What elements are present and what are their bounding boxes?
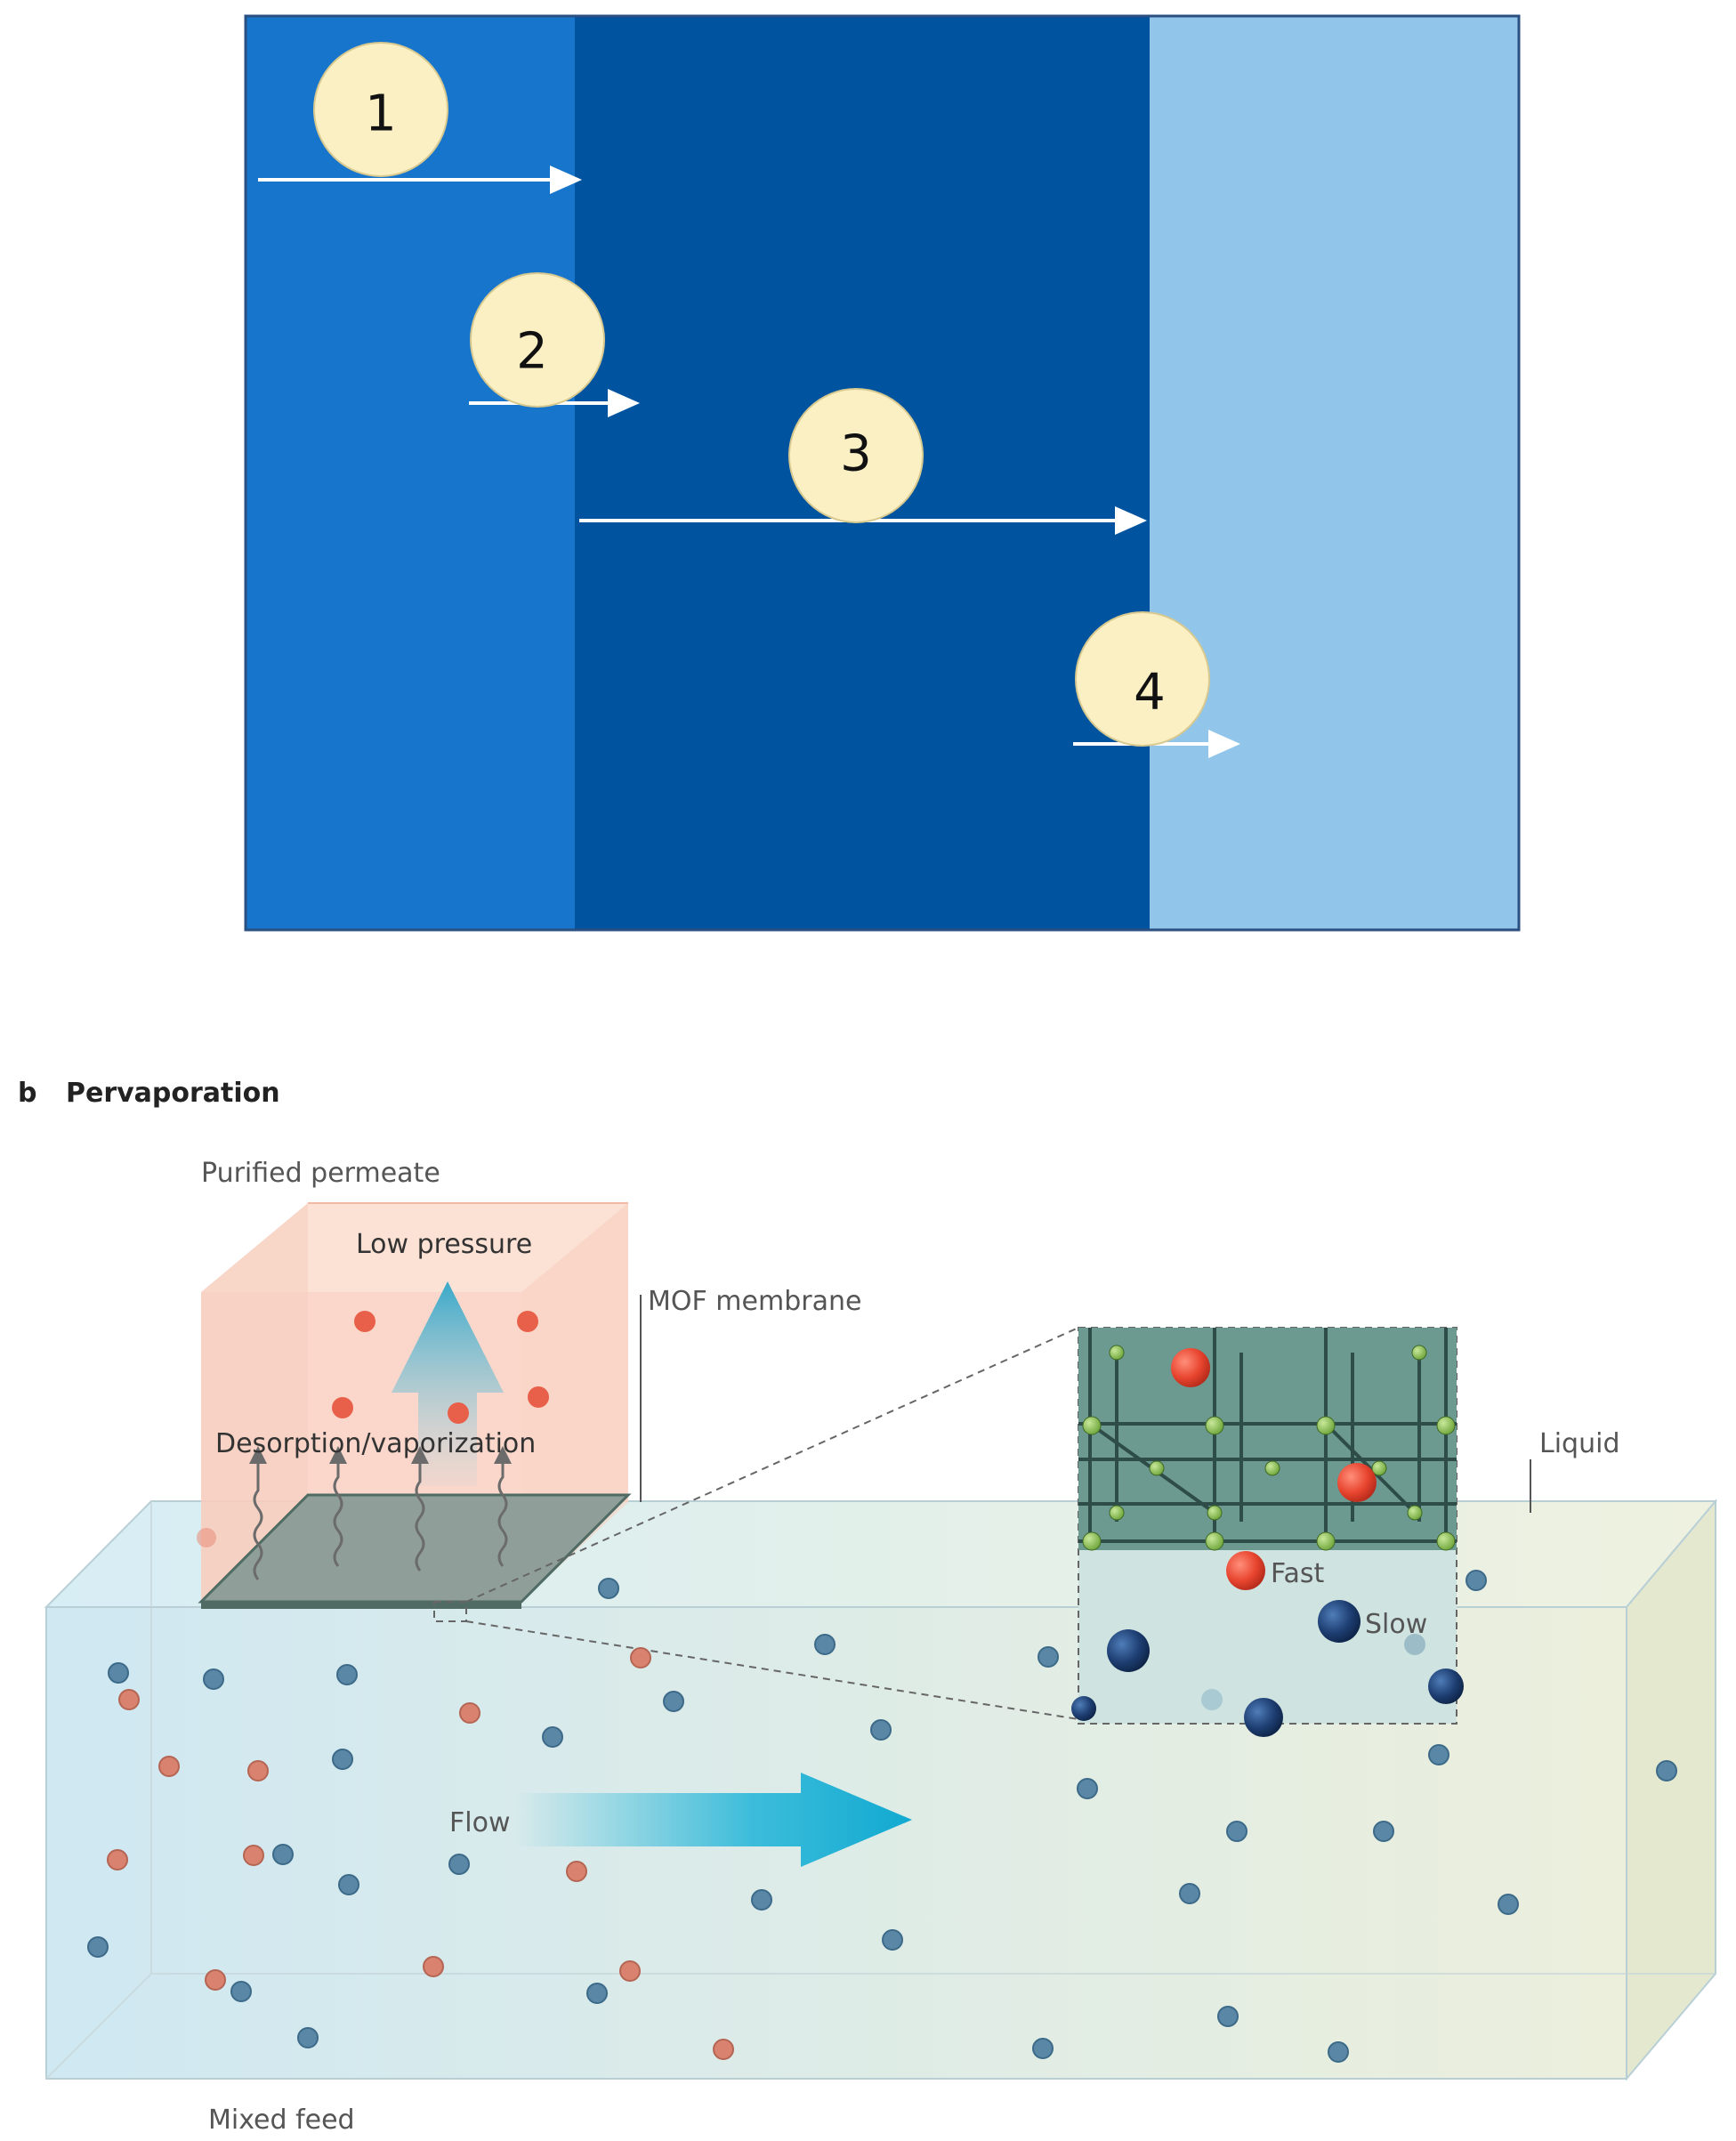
permeate-molecule [197,1528,216,1547]
mof-membrane-label: MOF membrane [648,1286,861,1317]
diagram-border [244,14,1521,932]
purified-permeate-label: Purified permeate [201,1158,440,1189]
vapor-arrows [253,1459,508,1580]
liquid-label: Liquid [1539,1428,1619,1459]
slow-molecule [1318,1600,1361,1643]
step-4-label: 4 [1134,664,1166,722]
slow-molecule [1244,1698,1283,1737]
flow-label: Flow [449,1807,510,1838]
fast-molecule [1171,1348,1210,1387]
panel-letter: b [18,1078,36,1109]
slow-molecule [1201,1689,1223,1710]
step-2-circle [470,272,605,408]
step-1-label: 1 [365,85,397,143]
fast-molecule [1337,1463,1377,1502]
tank-left-bottom-edge [45,1973,152,2080]
permeate-molecule [528,1386,549,1408]
slow-molecule [1107,1629,1150,1672]
fast-molecule [1226,1551,1265,1590]
permeate-layer [1150,16,1519,930]
mof-nodes [1082,1345,1456,1551]
permeate-molecule [448,1402,469,1424]
step-1-circle [313,42,448,177]
slow-molecule [1428,1668,1464,1704]
vapor-arrowheads [249,1446,512,1464]
mof-membrane-edge [201,1602,521,1609]
low-pressure-arrow [392,1281,504,1486]
fast-label: Fast [1271,1558,1325,1589]
flow-arrow [516,1773,912,1867]
permeate-molecule [354,1311,375,1332]
panel-title: Pervaporation [66,1078,280,1109]
step-4-circle [1075,611,1210,747]
mof-zoom-inset [1071,1327,1464,1737]
permeate-molecule [332,1397,353,1418]
feed-molecules [87,1570,1677,2063]
low-pressure-label: Low pressure [356,1229,532,1260]
permeate-molecule [517,1311,538,1332]
slow-molecule [1404,1634,1425,1655]
step-2-label: 2 [516,323,548,381]
mixed-feed-label: Mixed feed [208,2105,355,2136]
desorption-label: Desorption/vaporization [215,1428,536,1459]
slow-label: Slow [1365,1609,1427,1640]
zoom-indicator [433,1327,1079,1720]
pervaporation-diagram: b Pervaporation [18,1078,1718,2136]
step-3-label: 3 [840,425,872,483]
membrane-transport-diagram: 1 2 3 4 [244,14,1521,932]
slow-molecule [1071,1696,1096,1721]
step-3-circle [788,388,924,523]
